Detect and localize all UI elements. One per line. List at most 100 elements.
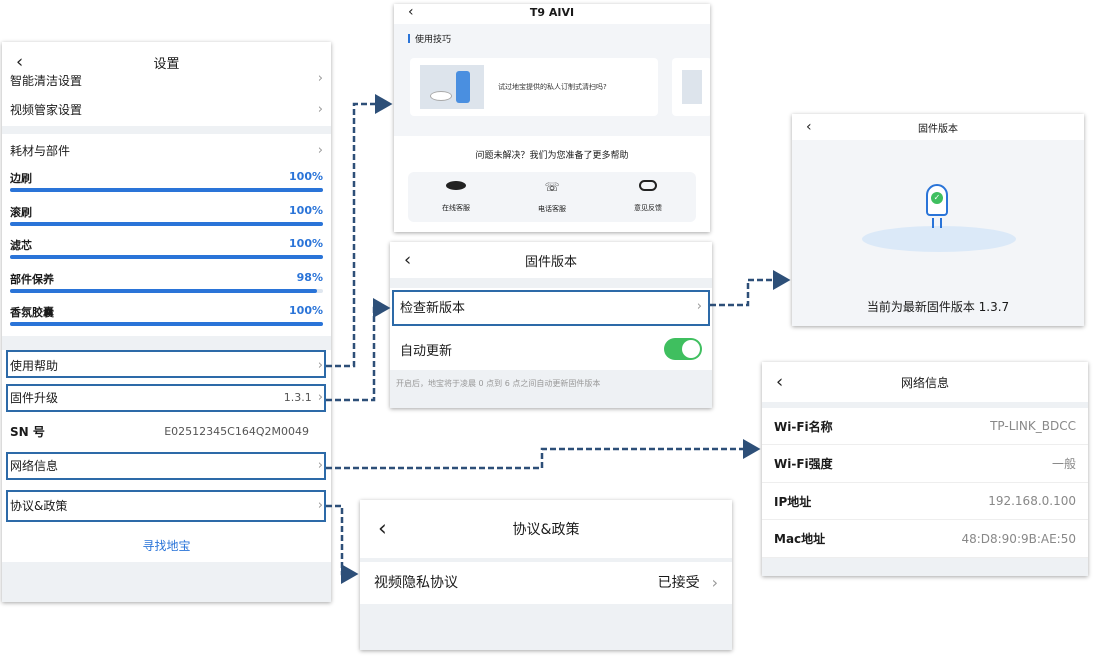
consumable-label: 滤芯: [10, 239, 32, 252]
consumable-percent: 100%: [289, 237, 323, 250]
consumable-percent: 100%: [289, 170, 323, 183]
check-icon: ✓: [931, 192, 943, 204]
consumable-progress-bar: [10, 322, 323, 326]
divider: [762, 402, 1088, 408]
chevron-right-icon: ›: [317, 389, 323, 405]
highlight-firmware: [6, 384, 326, 412]
firmware-result-header: ‹ 固件版本: [792, 114, 1084, 140]
connector-firmware: [326, 298, 391, 402]
settings-item-policy[interactable]: 协议&政策 ›: [10, 497, 323, 513]
divider: [360, 558, 732, 562]
bottom-area: [762, 558, 1088, 576]
section-title: 使用技巧: [408, 32, 451, 45]
network-info-row: Mac地址 48:D8:90:9B:AE:50: [762, 521, 1088, 558]
tip-card-next[interactable]: [672, 58, 710, 116]
page-title: 固件版本: [918, 123, 958, 135]
more-help-title: 问题未解决？我们为您准备了更多帮助: [475, 151, 629, 161]
settings-item-firmware[interactable]: 固件升级 1.3.1 ›: [10, 389, 323, 405]
phone-service-button[interactable]: ☏ 电话客服: [538, 179, 566, 213]
back-icon[interactable]: ‹: [806, 119, 812, 135]
highlight-network: [6, 452, 326, 480]
tip-card[interactable]: 试过地宝提供的私人订制式清扫吗?: [410, 58, 658, 116]
check-new-version[interactable]: 检查新版本 ›: [400, 298, 702, 316]
divider: [2, 126, 331, 134]
firmware-result-screen: ‹ 固件版本 ✓ 当前为最新固件版本 1.3.7: [792, 114, 1084, 326]
page-title: 协议&政策: [512, 522, 580, 538]
consumable-progress-fill: [10, 188, 323, 192]
policy-header: ‹ 协议&政策: [360, 500, 732, 558]
settings-item-sn: SN 号 E02512345C164Q2M0049: [10, 424, 309, 439]
page-title: 设置: [153, 56, 180, 72]
tip-image: [420, 65, 484, 109]
chevron-right-icon: ›: [317, 457, 323, 473]
phone-icon: ☏: [544, 179, 560, 194]
robot-icon: [446, 180, 466, 190]
result-message: 当前为最新固件版本 1.3.7: [866, 300, 1010, 314]
network-info-row: Wi-Fi强度一般: [762, 446, 1088, 483]
consumable-progress-fill: [10, 221, 323, 226]
settings-item-help[interactable]: 使用帮助 ›: [10, 357, 323, 373]
settings-item-video-manager[interactable]: 视频管家设置 ›: [10, 101, 323, 117]
online-service-button[interactable]: 在线客服: [442, 180, 470, 214]
policy-screen: ‹ 协议&政策 视频隐私协议 已接受 ›: [360, 500, 732, 650]
consumable-label: 部件保养: [10, 272, 54, 286]
robot-icon: [430, 91, 452, 101]
note-area: 开启后，地宝将于凌晨 0 点到 6 点之间自动更新固件版本: [390, 370, 712, 408]
consumable-progress-bar: [10, 188, 323, 192]
tip-image: [682, 70, 702, 104]
chevron-right-icon: ›: [317, 142, 323, 158]
chevron-right-icon: ›: [696, 298, 702, 314]
platform-ellipse: [862, 226, 1016, 252]
connector-check-version: [710, 270, 791, 307]
feedback-button[interactable]: 意见反馈: [634, 180, 662, 214]
auto-update-toggle[interactable]: [664, 338, 702, 360]
divider: [2, 336, 331, 350]
highlight-help: [6, 350, 326, 378]
page-title: T9 AIVI: [529, 6, 575, 18]
help-screen: ‹ T9 AIVI 使用技巧 试过地宝提供的私人订制式清扫吗? 问题未解决？我们…: [394, 4, 710, 232]
connector-help: [326, 94, 393, 368]
consumable-label: 香氛胶囊: [10, 306, 54, 319]
back-icon[interactable]: ‹: [16, 51, 24, 73]
chevron-right-icon: ›: [317, 70, 323, 86]
consumable-progress-bar: [10, 288, 323, 293]
network-info-label: Mac地址: [774, 532, 826, 546]
firmware-header: ‹ 固件版本: [390, 242, 712, 278]
divider: [390, 278, 712, 288]
sn-value: E02512345C164Q2M0049: [164, 424, 309, 438]
settings-item-consumables[interactable]: 耗材与部件 ›: [10, 142, 323, 158]
network-info-value: 一般: [1051, 457, 1076, 471]
video-privacy-row[interactable]: 视频隐私协议 已接受 ›: [374, 572, 718, 592]
back-icon[interactable]: ‹: [408, 4, 414, 20]
highlight-policy: [6, 490, 326, 522]
network-info-value: TP-LINK_BDCC: [990, 419, 1076, 433]
chevron-right-icon: ›: [317, 101, 323, 117]
network-info-value: 48:D8:90:9B:AE:50: [961, 531, 1076, 546]
rocket-flame: [932, 218, 942, 228]
consumable-percent: 100%: [289, 203, 323, 217]
back-icon[interactable]: ‹: [776, 371, 784, 393]
network-header: ‹ 网络信息: [762, 362, 1088, 402]
consumable-progress-fill: [10, 255, 323, 259]
back-icon[interactable]: ‹: [378, 516, 387, 542]
settings-item-smart-clean[interactable]: 智能清洁设置 ›: [10, 70, 323, 87]
page-title: 固件版本: [524, 254, 577, 270]
firmware-version: 1.3.1: [283, 390, 312, 404]
rocket-icon: ✓: [922, 184, 952, 230]
settings-screen: ‹ 设置 智能清洁设置 › 视频管家设置 › 耗材与部件 › 使用帮助 › 固件…: [2, 42, 331, 602]
chevron-right-icon: ›: [317, 497, 323, 513]
find-robot-button[interactable]: 寻找地宝: [142, 538, 191, 553]
settings-item-network[interactable]: 网络信息 ›: [10, 457, 323, 473]
highlight-check-version: [392, 290, 710, 326]
consumable-percent: 98%: [296, 270, 323, 284]
chevron-right-icon: ›: [711, 572, 718, 592]
consumable-progress-bar: [10, 221, 323, 226]
back-icon[interactable]: ‹: [404, 249, 412, 271]
bottom-area: [2, 562, 331, 602]
chat-icon: [639, 180, 657, 191]
network-info-value: 192.168.0.100: [988, 494, 1076, 508]
settings-header: ‹ 设置: [2, 42, 331, 82]
consumable-label: 边刷: [10, 172, 32, 185]
chevron-right-icon: ›: [317, 357, 323, 373]
